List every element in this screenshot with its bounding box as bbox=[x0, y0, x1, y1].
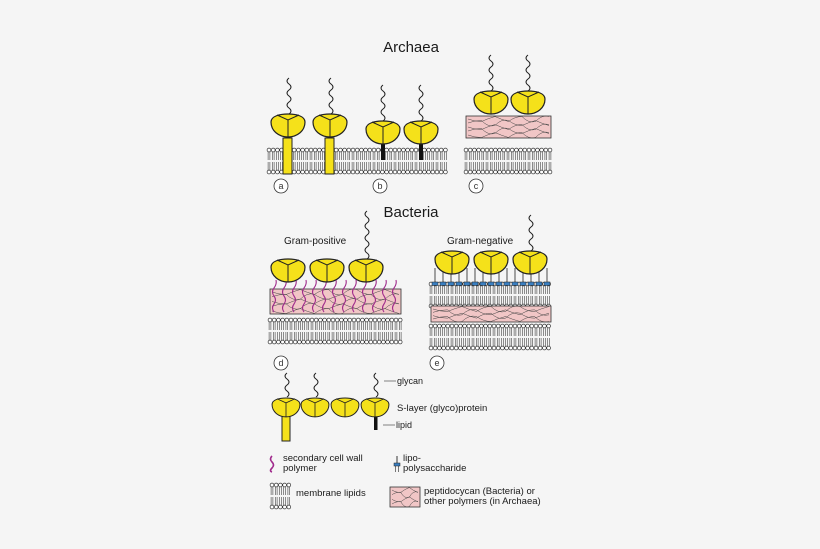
gram-negative-slayer-protein bbox=[512, 250, 548, 275]
gram-positive-glycan bbox=[364, 210, 370, 260]
slayer-protein-label: S-layer (glyco)protein bbox=[397, 403, 487, 414]
lps-molecule bbox=[471, 268, 479, 286]
gram-negative-slayer-protein bbox=[473, 250, 509, 275]
membrane-lipids-swatch bbox=[269, 482, 292, 510]
lps-molecule bbox=[431, 268, 439, 286]
gram-negative-inner-membrane bbox=[428, 323, 551, 351]
anchor-a-2 bbox=[324, 137, 335, 175]
polymer-fibres bbox=[271, 115, 550, 323]
secondary-polymer bbox=[361, 279, 367, 313]
glycan-chains bbox=[284, 54, 534, 398]
legend-pepti-line1: peptidocycan (Bacteria) or bbox=[424, 486, 535, 497]
svg-text:c: c bbox=[474, 181, 479, 191]
panel-label-d: d bbox=[273, 355, 289, 371]
glycan-chain bbox=[525, 54, 531, 92]
panel-label-e: e bbox=[429, 355, 445, 371]
key-glycan bbox=[284, 372, 290, 398]
legend-secondary-line2: polymer bbox=[283, 463, 317, 474]
panel-label-c: c bbox=[468, 178, 484, 194]
panel-label-b: b bbox=[372, 178, 388, 194]
key-anchor-lipid bbox=[374, 416, 378, 430]
lipid-anchor-b-1 bbox=[381, 142, 385, 160]
secondary-polymer bbox=[321, 279, 327, 313]
lps-molecule bbox=[543, 268, 551, 286]
svg-text:b: b bbox=[377, 181, 382, 191]
glycan-chain bbox=[380, 84, 386, 122]
secondary-polymer bbox=[311, 279, 317, 313]
legend-membrane-lipids bbox=[269, 482, 292, 510]
glycan-chain bbox=[286, 77, 292, 115]
key-slayer-protein bbox=[300, 397, 330, 418]
legend-secondary-line1: secondary cell wall bbox=[283, 453, 363, 464]
lipid-label: lipid bbox=[396, 420, 412, 430]
lipopolysaccharide-swatch bbox=[393, 456, 401, 472]
archaea-slayer-protein bbox=[473, 90, 509, 115]
gram-negative-fibres bbox=[432, 305, 550, 323]
secondary-polymer bbox=[291, 279, 297, 313]
gram-negative-slayer-protein bbox=[434, 250, 470, 275]
gram-positive-slayer-protein bbox=[270, 258, 306, 283]
gram-negative-glycan bbox=[528, 214, 534, 252]
archaea-slayer-protein bbox=[403, 120, 439, 145]
glycan-chain bbox=[418, 84, 424, 122]
legend-lipo-line2: polysaccharide bbox=[403, 463, 466, 474]
secondary-polymer bbox=[301, 279, 307, 313]
lipid-anchor-b-2 bbox=[419, 142, 423, 160]
archaea-slayer-protein bbox=[270, 113, 306, 138]
gram-positive-slayer-protein bbox=[348, 258, 384, 283]
legend-membrane: membrane lipids bbox=[296, 488, 366, 499]
legend: secondary cell wall polymer lipo- polysa… bbox=[269, 453, 541, 510]
archaea-membrane-c bbox=[463, 147, 553, 175]
secondary-polymer-swatch bbox=[269, 455, 275, 473]
gram-positive-label: Gram-positive bbox=[284, 236, 347, 247]
lipopolysaccharide-layer bbox=[431, 268, 551, 286]
secondary-polymer bbox=[331, 279, 337, 313]
glycan-label: glycan bbox=[397, 376, 423, 386]
bacteria-heading: Bacteria bbox=[383, 204, 439, 221]
legend-fibres bbox=[391, 487, 419, 508]
lps-molecule bbox=[463, 268, 471, 286]
secondary-polymer bbox=[281, 279, 287, 313]
key-glycan bbox=[373, 372, 379, 398]
gram-positive-membrane bbox=[267, 317, 403, 345]
lps-molecule bbox=[503, 268, 511, 286]
archaea-slayer-protein bbox=[510, 90, 546, 115]
archaea-c-fibres bbox=[467, 115, 550, 139]
glycan-chain bbox=[328, 77, 334, 115]
key-slayer-protein bbox=[271, 397, 301, 418]
secondary-polymer bbox=[381, 279, 387, 313]
key-slayer-protein bbox=[330, 397, 360, 418]
gram-positive-slayer-protein bbox=[309, 258, 345, 283]
protein-anchors bbox=[281, 137, 423, 442]
secondary-cell-wall-polymers bbox=[271, 279, 397, 313]
secondary-polymer bbox=[341, 279, 347, 313]
archaea-slayer-protein bbox=[312, 113, 348, 138]
secondary-polymer bbox=[391, 279, 397, 313]
archaea-slayer-protein bbox=[365, 120, 401, 145]
archaea-heading: Archaea bbox=[383, 39, 440, 56]
svg-text:a: a bbox=[278, 181, 283, 191]
panel-label-a: a bbox=[273, 178, 289, 194]
legend-lipo-line1: lipo- bbox=[403, 453, 421, 464]
gram-negative-peptidoglycan bbox=[430, 305, 552, 323]
gram-negative-label: Gram-negative bbox=[447, 236, 514, 247]
slayer-proteins bbox=[270, 90, 548, 418]
secondary-polymer bbox=[351, 279, 357, 313]
lps-molecule bbox=[511, 268, 519, 286]
key-labels: glycan S-layer (glyco)protein lipid bbox=[383, 376, 487, 430]
glycan-chain bbox=[488, 54, 494, 92]
secondary-polymer bbox=[371, 279, 377, 313]
anchor-a-1 bbox=[282, 137, 293, 175]
key-slayer-protein bbox=[360, 397, 390, 418]
secondary-polymer bbox=[271, 279, 277, 313]
gram-negative-outer-membrane bbox=[428, 281, 551, 309]
svg-text:e: e bbox=[434, 358, 439, 368]
legend-pepti-line2: other polymers (in Archaea) bbox=[424, 496, 541, 507]
key-glycan bbox=[313, 372, 319, 398]
svg-text:d: d bbox=[278, 358, 283, 368]
